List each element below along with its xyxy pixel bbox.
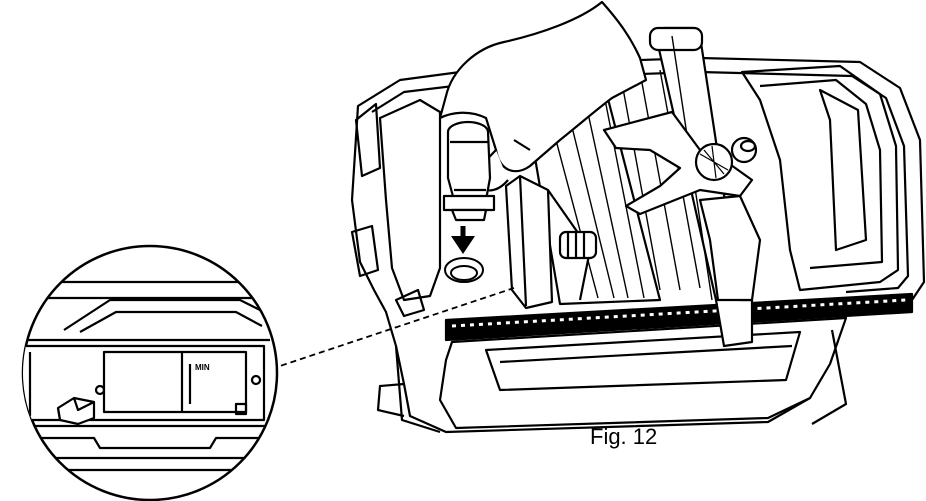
drain-hole	[444, 257, 484, 283]
clamp-assembly	[602, 26, 762, 348]
figure-caption: Fig. 12	[590, 424, 658, 449]
leader-line	[261, 287, 515, 373]
saw-body	[350, 56, 926, 434]
ruler-bar	[444, 292, 914, 342]
min-label: MIN	[195, 363, 210, 372]
pump-icon	[442, 120, 496, 222]
detail-magnifier: MIN	[21, 244, 279, 501]
down-arrow-icon	[451, 226, 475, 254]
